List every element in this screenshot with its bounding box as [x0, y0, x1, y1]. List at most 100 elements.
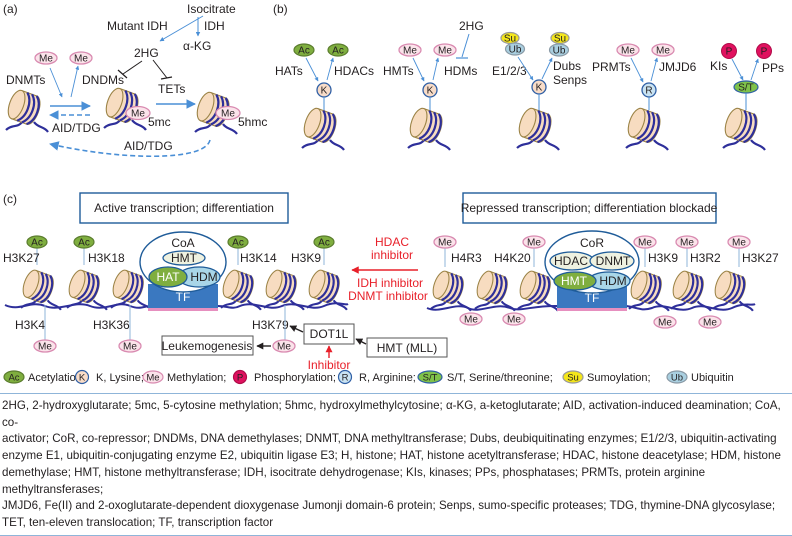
ac-badge [293, 43, 315, 57]
su-badge-text: Su [554, 34, 566, 45]
legend-label: R, Arginine; [359, 372, 416, 384]
me-badge-text: Me [131, 109, 145, 120]
nucleosome [261, 267, 305, 311]
mutant-idh-arrow [159, 15, 204, 42]
hmt-ellipse [553, 271, 597, 291]
legend-swatch-k [74, 369, 90, 385]
nucleosome [623, 104, 670, 152]
idh-label: IDH [204, 19, 225, 33]
hmt-ellipse [162, 250, 206, 266]
dna-strand [426, 303, 756, 311]
site-h3k9: H3K9 [648, 251, 678, 265]
senps-label: Senps [553, 73, 587, 87]
repressed-bottom-marks: Me Me Me Me [459, 312, 722, 329]
site-h3k9: H3K9 [291, 251, 321, 265]
cor-label: CoR [580, 236, 604, 250]
hdac-inhibitor-line2: inhibitor [371, 248, 413, 262]
legend-label: Methylation; [167, 372, 226, 384]
legend-symbol: Ub [671, 373, 683, 384]
active-bottom-marks: H3K4 Me H3K36 Me H3K79 Me [15, 305, 296, 353]
site-h3k27: H3K27 [3, 251, 40, 265]
hat-ellipse [148, 266, 188, 288]
hats-label: HATs [275, 64, 303, 78]
demethylation-arrow [70, 65, 80, 98]
nucleosome [514, 104, 561, 152]
me-badge-text: Me [277, 342, 291, 353]
pps-label: PPs [762, 61, 784, 75]
hdac-inhibitor-line1: HDAC [375, 235, 409, 249]
alpha-kg-label: α-KG [183, 39, 211, 53]
5mc-label: 5mc [148, 115, 171, 129]
5hmc-label: 5hmc [238, 115, 267, 129]
repressed-transcription-box [462, 192, 717, 224]
tf-base [557, 308, 627, 311]
me-badge [118, 339, 142, 353]
coa-label: CoA [171, 236, 194, 250]
legend-swatch-ac [3, 370, 25, 384]
isocitrate-label: Isocitrate [187, 2, 236, 16]
panel-b: (b) Ac Ac HATs HDACs K 2HG Me Me HMTs [273, 2, 784, 152]
repressed-top-marks: Me H4R3 Me H4K20 Me H3K9 Me H3R2 Me H3K2… [433, 235, 779, 267]
ac-badge-text: Ac [318, 238, 330, 249]
me-badge [727, 235, 751, 249]
me-badge [616, 43, 640, 57]
me-badge-text: Me [39, 54, 53, 65]
ubiquitination-group: Su Ub Su Ub E1/2/3 Dubs Senps K [492, 31, 587, 152]
panel-c: (c) Active transcription; differentiatio… [3, 192, 779, 372]
ac-badge [327, 43, 349, 57]
dot1l-to-h3k79-arrow [289, 325, 304, 333]
nucleosome [472, 268, 516, 312]
ac-badge-text: Ac [298, 46, 310, 57]
me-badge [33, 339, 57, 353]
me-badge-text: Me [38, 342, 52, 353]
hdms-label: HDMs [444, 64, 477, 78]
mutant-idh-label: Mutant IDH [107, 19, 168, 33]
dnmt-ellipse [589, 251, 635, 271]
legend-symbol: P [237, 373, 243, 384]
e123-label: E1/2/3 [492, 64, 527, 78]
leukemogenesis-label: Leukemogenesis [162, 339, 253, 353]
legend-symbol: K [79, 373, 86, 384]
2hg-label: 2HG [459, 19, 484, 33]
caption-line: enzyme E1, ubiquitin-conjugating enzyme … [2, 449, 781, 463]
eraser-arrow [650, 57, 659, 82]
p-badge-text: P [726, 47, 733, 58]
caption-line: TET, ten-eleven translocation; TF, trans… [2, 515, 274, 529]
tf-label: TF [585, 291, 600, 305]
me-badge-text: Me [123, 342, 137, 353]
arginine-methylation-group: Me Me Me PRMTs JMJD6 R [592, 43, 697, 152]
legend-swatch-r [337, 369, 353, 385]
hmt-label: HMT [561, 274, 588, 288]
kis-label: KIs [710, 59, 727, 73]
me-badge [633, 235, 657, 249]
p-badge [721, 43, 737, 59]
nucleosome [3, 86, 50, 134]
site-h3r2: H3R2 [690, 251, 721, 265]
legend-swatch-su [562, 370, 584, 384]
legend-swatch-st [417, 370, 443, 384]
me-badge [215, 105, 241, 121]
active-transcription-label: Active transcription; differentiation [94, 201, 274, 215]
panel-a-label: (a) [3, 2, 18, 16]
arginine-badge-text: R [645, 86, 652, 97]
site-h3k14: H3K14 [240, 251, 277, 265]
me-badge [502, 312, 526, 326]
legend-label: Phosphorylation; [254, 372, 336, 384]
me-badge [34, 51, 58, 65]
ac-badge [73, 235, 95, 249]
legend-symbol: S/T [423, 373, 438, 384]
caption-line: JMJD6, Fe(II) and 2-oxoglutarate-depende… [2, 499, 776, 513]
me-badge-text: Me [221, 109, 235, 120]
me-badge [675, 235, 699, 249]
hdacs-label: HDACs [334, 64, 374, 78]
legend-symbol: Ac [8, 373, 19, 384]
dnmt-inhibitor-label: DNMT inhibitor [348, 289, 428, 303]
site-h3k4: H3K4 [15, 318, 45, 332]
legend-label: S/T, Serine/threonine; [447, 372, 553, 384]
me-badge [433, 43, 457, 57]
legend-swatch-ub [666, 370, 688, 384]
me-badge-text: Me [680, 238, 694, 249]
